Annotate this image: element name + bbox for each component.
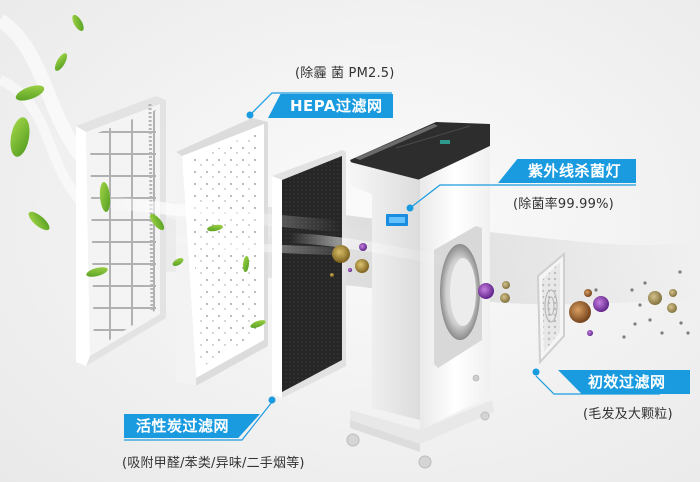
- carbon-filter-subtitle: (吸附甲醛/苯类/异味/二手烟等): [122, 456, 305, 471]
- callout-dots: [246, 111, 540, 404]
- pre-filter: [536, 251, 565, 365]
- carbon-filter-label: 活性炭过滤网: [124, 414, 260, 438]
- uv-lamp-label: 紫外线杀菌灯: [498, 159, 636, 183]
- callout-lines: [124, 92, 660, 441]
- pre-filter-label: 初效过滤网: [558, 370, 690, 394]
- front-grille: [76, 96, 166, 366]
- hepa-filter: [176, 118, 268, 386]
- pre-filter-subtitle: (毛发及大颗粒): [583, 407, 673, 422]
- particles: [330, 243, 690, 339]
- purifier-body: [346, 122, 494, 469]
- leaves: [10, 14, 266, 328]
- uv-lamp-subtitle: (除菌率99.99%): [513, 197, 614, 212]
- hepa-label: HEPA过滤网: [268, 94, 393, 118]
- hepa-subtitle: (除霾 菌 PM2.5): [295, 66, 395, 81]
- carbon-filter: [272, 150, 346, 398]
